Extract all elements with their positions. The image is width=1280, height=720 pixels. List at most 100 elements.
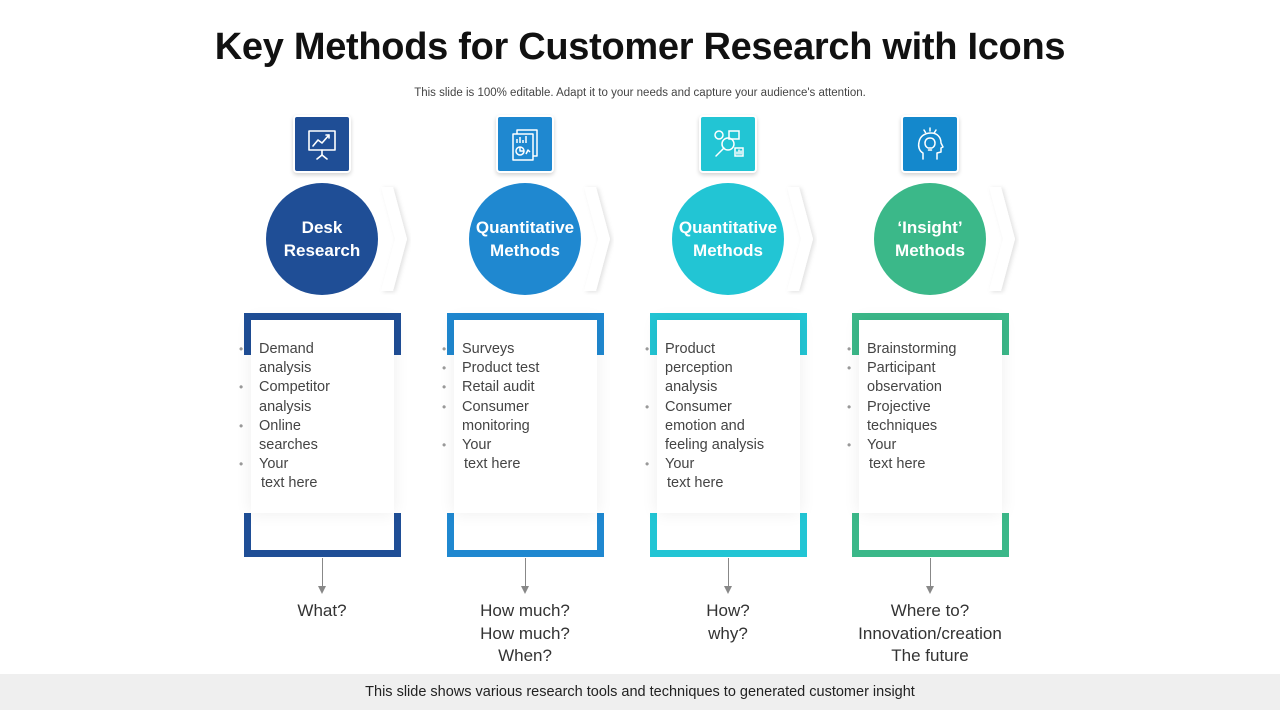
column-insight-methods: ‘Insight’ MethodsBrainstormingParticipant… xyxy=(829,0,1031,720)
list-item: Surveys xyxy=(442,340,592,359)
list-item-line: emotion and xyxy=(665,417,745,434)
method-heading-line: Methods xyxy=(693,241,763,260)
method-question: How much? How much? When? xyxy=(404,600,646,668)
method-question: What? xyxy=(201,600,443,623)
list-item: Brainstorming xyxy=(847,340,997,359)
frame-bottom-bracket xyxy=(650,513,807,557)
list-item-line: text here xyxy=(261,475,318,492)
question-line: When? xyxy=(498,646,552,665)
arrow-down-icon xyxy=(926,586,934,594)
list-item-line: techniques xyxy=(867,417,938,434)
list-item-line: Surveys xyxy=(462,341,515,357)
list-item-line: Competitor xyxy=(259,379,330,396)
list-item-line: Your xyxy=(462,437,492,454)
down-arrow-line xyxy=(728,558,729,588)
down-arrow-line xyxy=(322,558,323,588)
slide-title: Key Methods for Customer Research with I… xyxy=(214,26,1066,68)
method-heading-line: Methods xyxy=(490,241,560,260)
list-item: Product test xyxy=(442,359,592,378)
list-item-line: text here xyxy=(464,456,521,473)
arrow-down-icon xyxy=(318,586,326,594)
list-item-line: Your xyxy=(867,437,897,454)
frame-bottom-bracket xyxy=(447,513,604,557)
list-item-line: monitoring xyxy=(462,417,530,434)
column-desk-research: DeskResearchDemandanalysisCompetitoranal… xyxy=(221,0,423,720)
method-heading-line: Quantitative xyxy=(678,218,778,237)
down-arrow-line xyxy=(525,558,526,588)
presentation-board-icon xyxy=(293,115,351,173)
list-item: Consumer monitoring xyxy=(442,398,592,436)
footer-bar: This slide shows various research tools … xyxy=(0,674,1280,710)
method-heading-line: Research xyxy=(283,241,361,260)
method-list: SurveysProduct testRetail auditConsumer m… xyxy=(442,340,592,474)
list-item-line: Product test xyxy=(462,360,540,377)
question-line: How much? xyxy=(480,601,570,620)
report-charts-icon xyxy=(496,115,554,173)
chevron-right-icon xyxy=(787,187,813,291)
frame-top-bracket xyxy=(447,313,604,355)
list-item: Consumer emotion and feeling analysis xyxy=(645,398,795,456)
question-line: What? xyxy=(297,601,347,620)
method-list: DemandanalysisCompetitoranalysisOnlinese… xyxy=(239,340,389,494)
chevron-right-icon xyxy=(989,187,1015,291)
list-item: Online searches xyxy=(239,417,389,455)
list-item-line: Projective xyxy=(867,398,931,415)
list-item-line: Product xyxy=(665,341,715,357)
frame-bottom-bracket xyxy=(852,513,1009,557)
list-item: Projective techniques xyxy=(847,398,997,436)
question-line: Where to? xyxy=(890,601,970,620)
arrow-down-icon xyxy=(724,586,732,594)
method-heading-line: Quantitative xyxy=(475,218,575,237)
list-item-line: text here xyxy=(869,456,926,473)
list-item-line: observation xyxy=(867,379,942,396)
list-item: Competitor analysis xyxy=(239,378,389,416)
method-heading-line: ‘Insight’ xyxy=(897,218,963,237)
list-item-line: Consumer xyxy=(462,398,529,415)
method-list: BrainstormingParticipant observationProje… xyxy=(847,340,997,474)
method-heading-circle: ‘Insight’ Methods xyxy=(874,183,986,295)
data-search-icon xyxy=(699,115,757,173)
list-item-line: Participant xyxy=(867,360,936,377)
list-item-line: Your xyxy=(665,456,695,473)
list-item-line: Demand xyxy=(259,341,314,357)
list-item: Your text here xyxy=(442,436,592,474)
list-item-line: Online xyxy=(259,417,301,434)
list-item: Your text here xyxy=(239,455,389,493)
chevron-right-icon xyxy=(381,187,407,291)
list-item-line: Brainstorming xyxy=(867,341,957,357)
question-line: why? xyxy=(708,623,748,643)
arrow-down-icon xyxy=(521,586,529,594)
column-quantitative-methods-a: QuantitativeMethodsSurveysProduct testRe… xyxy=(424,0,626,720)
question-line: How much? xyxy=(480,623,570,643)
list-item-line: searches xyxy=(259,437,318,454)
list-item-line: Retail audit xyxy=(462,379,535,396)
list-item-line: perception xyxy=(665,360,733,377)
method-question: How? why? xyxy=(607,600,849,645)
list-item: Your text here xyxy=(847,436,997,474)
list-item-line: Consumer xyxy=(665,398,732,415)
column-quantitative-methods-b: QuantitativeMethodsProductperceptionanal… xyxy=(627,0,829,720)
frame-top-bracket xyxy=(852,313,1009,355)
list-item-line: feeling analysis xyxy=(665,437,765,454)
question-line: Innovation/creation xyxy=(858,623,1002,643)
list-item: Demand analysis xyxy=(239,340,389,378)
list-item-line: analysis xyxy=(259,398,312,415)
frame-top-bracket xyxy=(650,313,807,355)
down-arrow-line xyxy=(930,558,931,588)
method-list: ProductperceptionanalysisConsumeremotion… xyxy=(645,340,795,494)
method-heading-line: Methods xyxy=(895,241,965,260)
question-line: How? xyxy=(706,601,750,620)
question-line: The future xyxy=(891,646,969,665)
method-heading-line: Desk xyxy=(301,218,343,237)
list-item-line: analysis xyxy=(259,360,312,377)
list-item-line: Your xyxy=(259,456,289,473)
frame-top-bracket xyxy=(244,313,401,355)
frame-bottom-bracket xyxy=(244,513,401,557)
head-lightbulb-icon xyxy=(901,115,959,173)
list-item: Participant observation xyxy=(847,359,997,397)
